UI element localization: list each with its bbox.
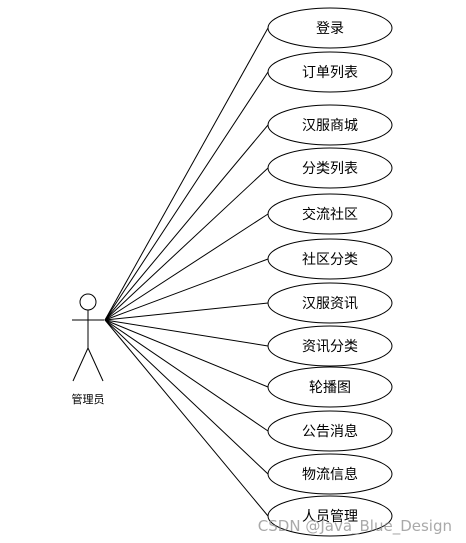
use-case-ellipse <box>267 410 393 452</box>
use-case-ellipse <box>267 495 393 537</box>
association-line <box>104 124 269 321</box>
use-case-label: 汉服资讯 <box>302 296 358 312</box>
use-case: 分类列表 <box>267 147 393 189</box>
use-case-ellipse <box>267 453 393 495</box>
use-case: 人员管理 <box>267 495 393 537</box>
use-case: 资讯分类 <box>267 325 393 367</box>
use-case-ellipse <box>267 104 393 146</box>
use-case-label: 汉服商城 <box>302 118 358 134</box>
use-case-label: 轮播图 <box>309 380 351 396</box>
use-case-ellipse <box>267 366 393 408</box>
actor-left-leg <box>72 347 89 382</box>
use-case-ellipse <box>267 238 393 280</box>
use-case: 登录 <box>267 7 393 49</box>
association-line <box>104 27 269 321</box>
actor-head <box>79 293 97 311</box>
use-case-label: 登录 <box>316 21 344 37</box>
use-case-label: 交流社区 <box>302 206 358 223</box>
use-case-label: 社区分类 <box>302 252 358 268</box>
watermark: CSDN @Java_Blue_Design <box>257 517 452 535</box>
use-case-ellipse <box>267 7 393 49</box>
association-line <box>104 167 269 321</box>
use-case-ellipse <box>267 193 393 235</box>
use-case-label: 物流信息 <box>302 466 358 483</box>
association-line <box>104 319 269 475</box>
use-case-ellipse <box>267 325 393 367</box>
association-line <box>104 213 269 321</box>
association-line <box>104 319 269 347</box>
use-case-ellipse <box>267 51 393 93</box>
use-case: 物流信息 <box>267 453 393 495</box>
use-cases: 登录订单列表汉服商城分类列表交流社区社区分类汉服资讯资讯分类轮播图公告消息物流信… <box>267 7 393 537</box>
use-case: 交流社区 <box>267 193 393 235</box>
use-case: 社区分类 <box>267 238 393 280</box>
use-case-label: 订单列表 <box>302 65 358 81</box>
use-case: 汉服商城 <box>267 104 393 146</box>
use-case: 轮播图 <box>267 366 393 408</box>
association-line <box>104 71 269 321</box>
association-line <box>104 319 269 432</box>
association-lines <box>104 27 269 517</box>
actor: 管理员 <box>72 293 105 406</box>
use-case-label: 公告消息 <box>302 423 358 440</box>
use-case-label: 资讯分类 <box>302 339 358 355</box>
actor-label: 管理员 <box>72 392 105 406</box>
association-line <box>104 302 269 321</box>
use-case: 汉服资讯 <box>267 282 393 324</box>
use-case-label: 人员管理 <box>302 509 358 525</box>
association-line <box>104 258 269 321</box>
use-case: 订单列表 <box>267 51 393 93</box>
use-case-label: 分类列表 <box>302 161 358 177</box>
use-case-ellipse <box>267 282 393 324</box>
use-case-ellipse <box>267 147 393 189</box>
actor-right-leg <box>87 347 104 382</box>
use-case: 公告消息 <box>267 410 393 452</box>
association-line <box>104 319 269 517</box>
association-line <box>104 319 269 388</box>
